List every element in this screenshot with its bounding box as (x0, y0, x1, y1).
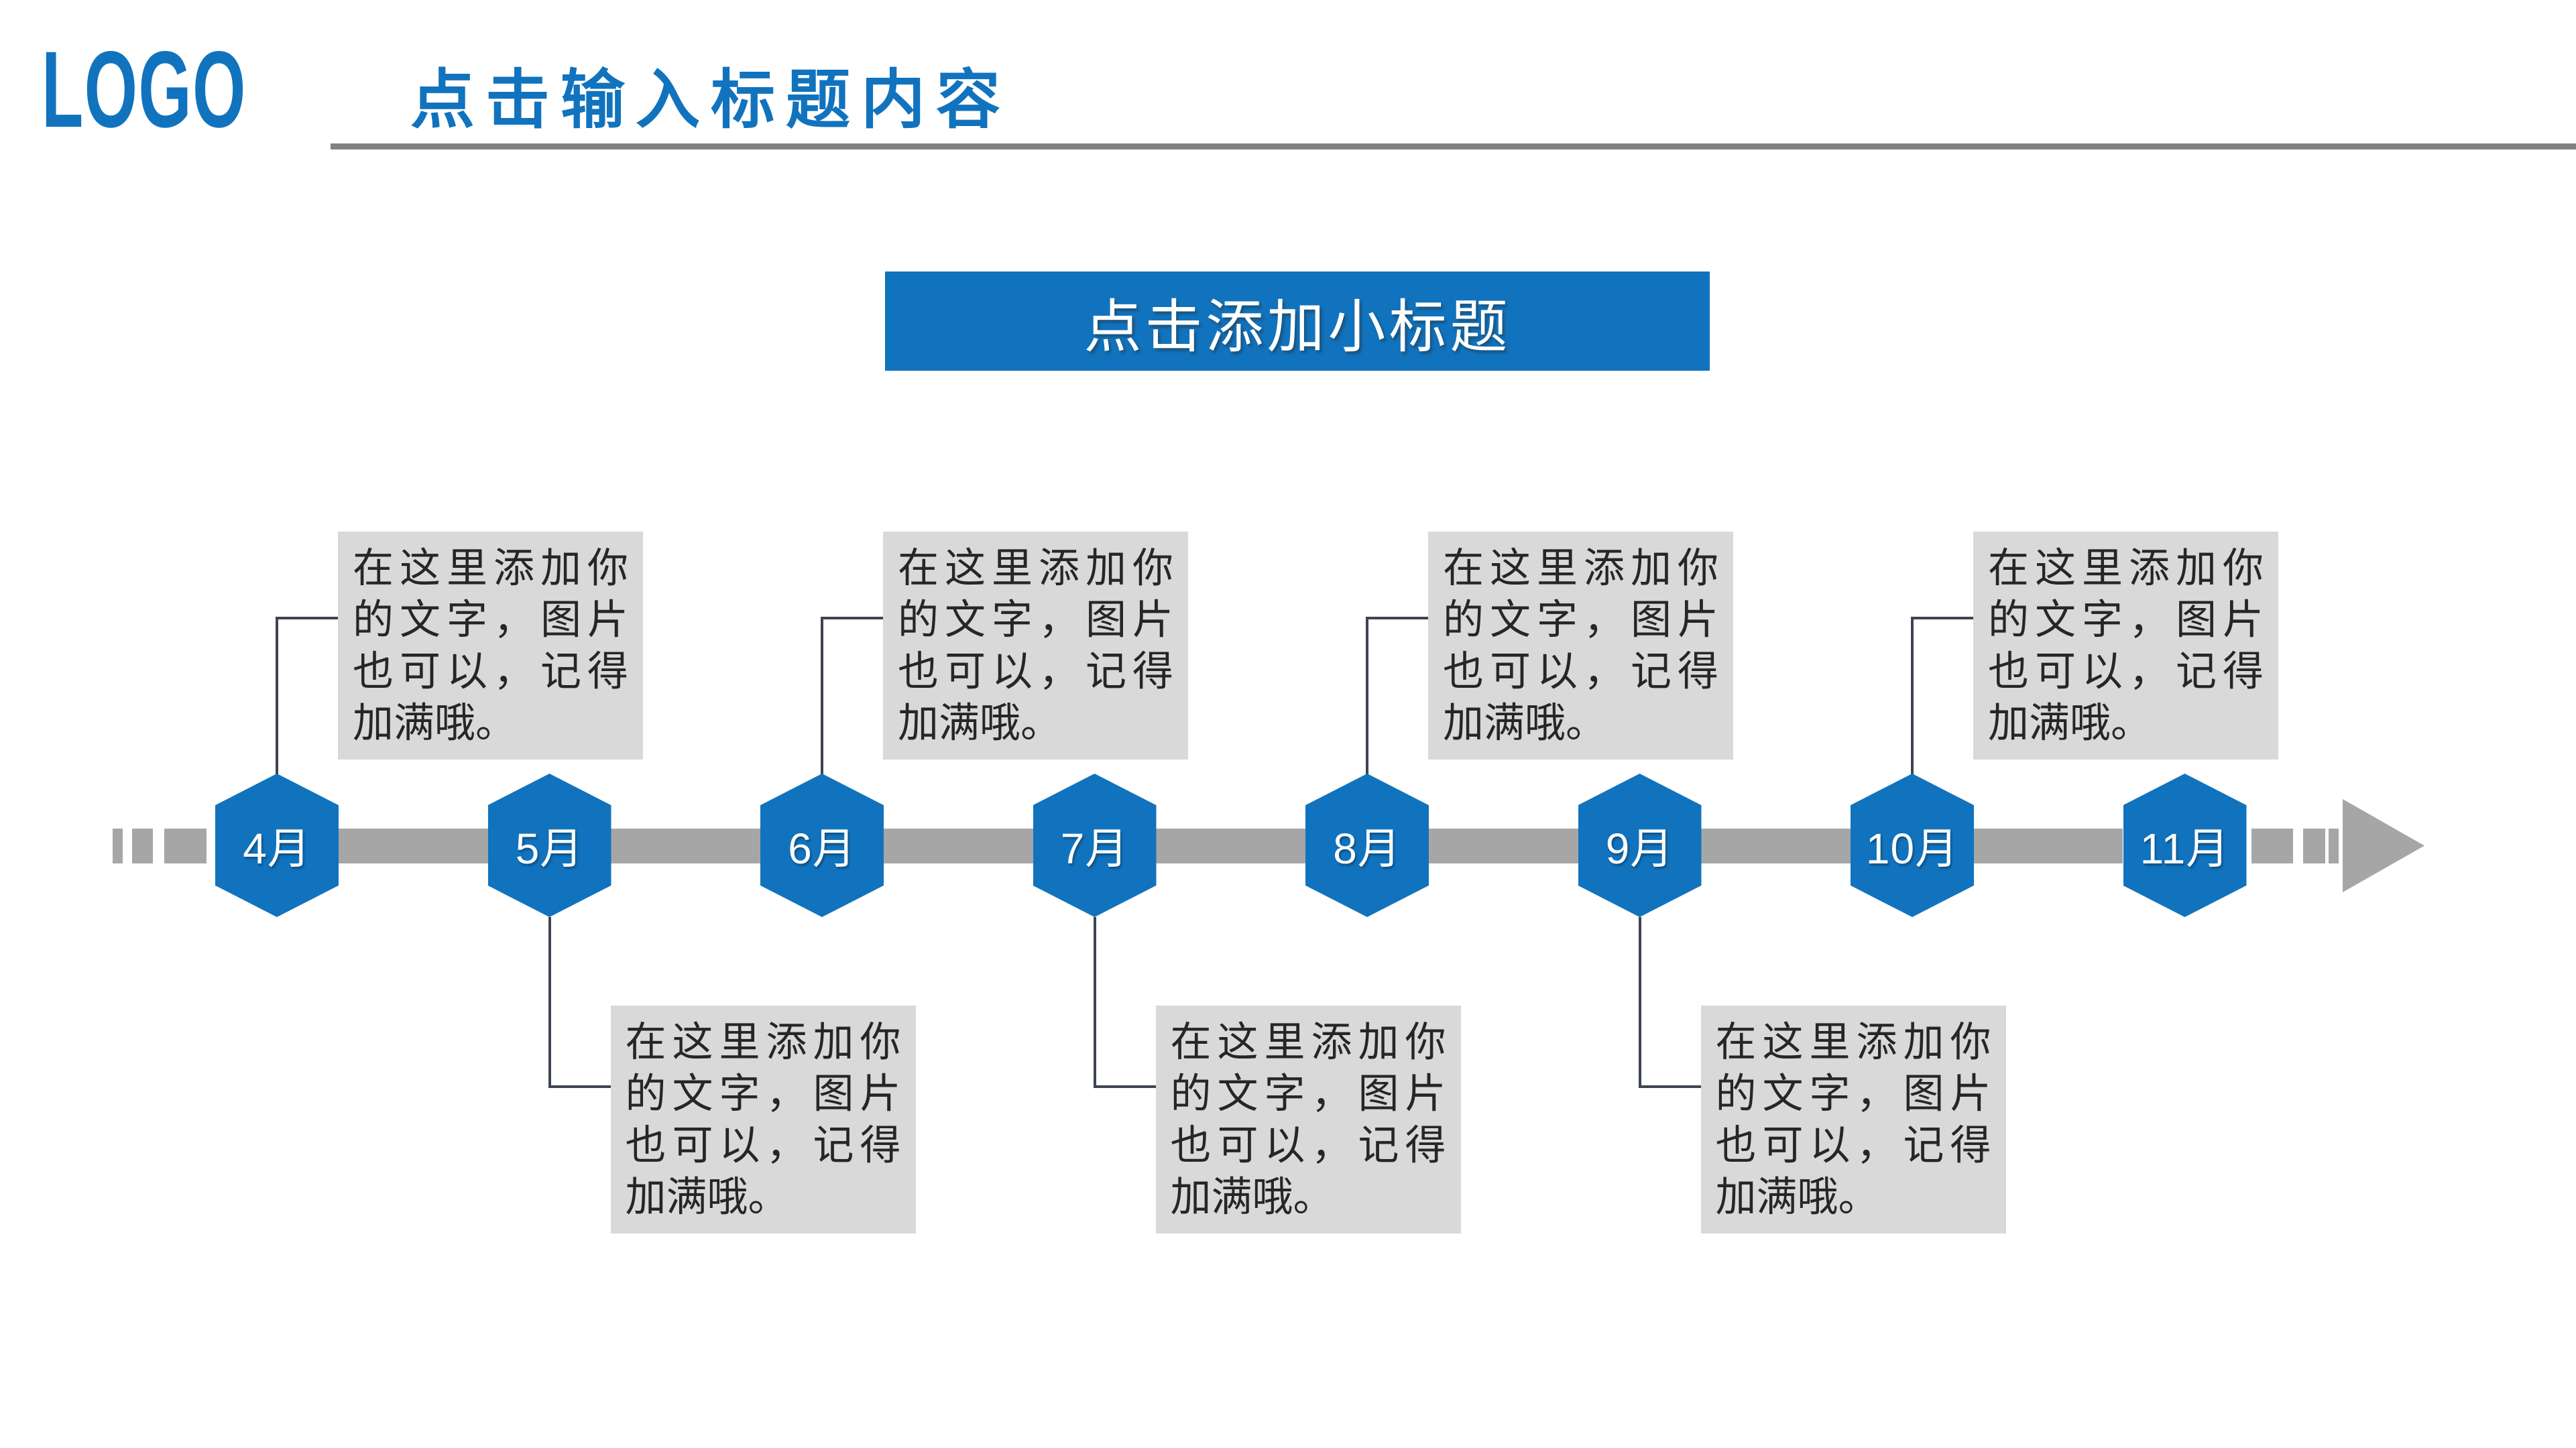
timeline-end-dash (2303, 829, 2325, 863)
connector-elbow-horizontal (548, 1085, 611, 1088)
note-text: 在这里添加你的文字，图片也可以，记得加满哦。 (353, 545, 628, 745)
timeline-milestone: 11月 (2123, 0, 2247, 1448)
header-divider (331, 143, 2576, 149)
timeline-start-dash (164, 829, 207, 863)
connector-elbow-vertical (1638, 917, 1641, 1088)
note-text: 在这里添加你的文字，图片也可以，记得加满哦。 (1443, 545, 1718, 745)
connector-elbow-vertical (1093, 917, 1096, 1088)
connector-elbow-horizontal (821, 617, 884, 619)
connector-elbow-horizontal (1366, 617, 1429, 619)
note-box[interactable]: 在这里添加你的文字，图片也可以，记得加满哦。 (1155, 1006, 1461, 1233)
note-box[interactable]: 在这里添加你的文字，图片也可以，记得加满哦。 (338, 532, 643, 760)
note-text: 在这里添加你的文字，图片也可以，记得加满哦。 (1170, 1019, 1446, 1219)
note-box[interactable]: 在这里添加你的文字，图片也可以，记得加满哦。 (1973, 532, 2278, 760)
note-text: 在这里添加你的文字，图片也可以，记得加满哦。 (625, 1019, 901, 1219)
timeline-milestone: 在这里添加你的文字，图片也可以，记得加满哦。 9月 (1578, 0, 2006, 1448)
month-hexagon[interactable]: 11月 (2123, 774, 2247, 917)
note-box[interactable]: 在这里添加你的文字，图片也可以，记得加满哦。 (1428, 532, 1733, 760)
connector-elbow-horizontal (1911, 617, 1974, 619)
note-box[interactable]: 在这里添加你的文字，图片也可以，记得加满哦。 (610, 1006, 916, 1233)
note-text: 在这里添加你的文字，图片也可以，记得加满哦。 (898, 545, 1173, 745)
note-box[interactable]: 在这里添加你的文字，图片也可以，记得加满哦。 (1700, 1006, 2006, 1233)
timeline-milestone: 在这里添加你的文字，图片也可以，记得加满哦。 6月 (760, 0, 1188, 1448)
connector-elbow-vertical (1911, 617, 1914, 776)
connector-elbow-vertical (1366, 617, 1368, 776)
month-label: 4月 (243, 825, 311, 873)
month-label: 10月 (1865, 825, 1959, 873)
month-label: 6月 (788, 825, 856, 873)
timeline-milestone: 在这里添加你的文字，图片也可以，记得加满哦。 7月 (1033, 0, 1461, 1448)
month-hexagon[interactable]: 9月 (1578, 774, 1702, 917)
connector-elbow-horizontal (276, 617, 339, 619)
connector-elbow-horizontal (1093, 1085, 1157, 1088)
month-hexagon[interactable]: 7月 (1033, 774, 1157, 917)
note-box[interactable]: 在这里添加你的文字，图片也可以，记得加满哦。 (883, 532, 1188, 760)
month-label: 11月 (2140, 825, 2230, 873)
connector-elbow-vertical (821, 617, 823, 776)
page-title[interactable]: 点击输入标题内容 (410, 64, 1011, 136)
connector-elbow-vertical (276, 617, 278, 776)
note-text: 在这里添加你的文字，图片也可以，记得加满哦。 (1715, 1019, 1991, 1219)
timeline-end-dash (2329, 829, 2339, 863)
month-hexagon[interactable]: 5月 (487, 774, 611, 917)
subtitle-banner[interactable]: 点击添加小标题 (885, 272, 1710, 371)
month-hexagon[interactable]: 6月 (760, 774, 884, 917)
timeline-milestone: 在这里添加你的文字，图片也可以，记得加满哦。 8月 (1305, 0, 1733, 1448)
month-label: 5月 (515, 825, 584, 873)
month-hexagon[interactable]: 4月 (215, 774, 339, 917)
timeline-milestone: 在这里添加你的文字，图片也可以，记得加满哦。 5月 (487, 0, 916, 1448)
timeline-start-dash (113, 829, 123, 863)
timeline-milestone: 在这里添加你的文字，图片也可以，记得加满哦。 4月 (215, 0, 643, 1448)
connector-elbow-horizontal (1638, 1085, 1702, 1088)
timeline-start-dash (132, 829, 153, 863)
month-label: 8月 (1333, 825, 1401, 873)
right-arrow-icon (2343, 799, 2424, 892)
month-hexagon[interactable]: 10月 (1851, 774, 1974, 917)
logo[interactable]: LOGO (42, 28, 247, 150)
timeline-end-dash (2251, 829, 2293, 863)
connector-elbow-vertical (548, 917, 551, 1088)
month-label: 7月 (1060, 825, 1129, 873)
month-label: 9月 (1605, 825, 1674, 873)
note-text: 在这里添加你的文字，图片也可以，记得加满哦。 (1988, 545, 2264, 745)
timeline-milestone: 在这里添加你的文字，图片也可以，记得加满哦。 10月 (1851, 0, 2278, 1448)
month-hexagon[interactable]: 8月 (1305, 774, 1429, 917)
